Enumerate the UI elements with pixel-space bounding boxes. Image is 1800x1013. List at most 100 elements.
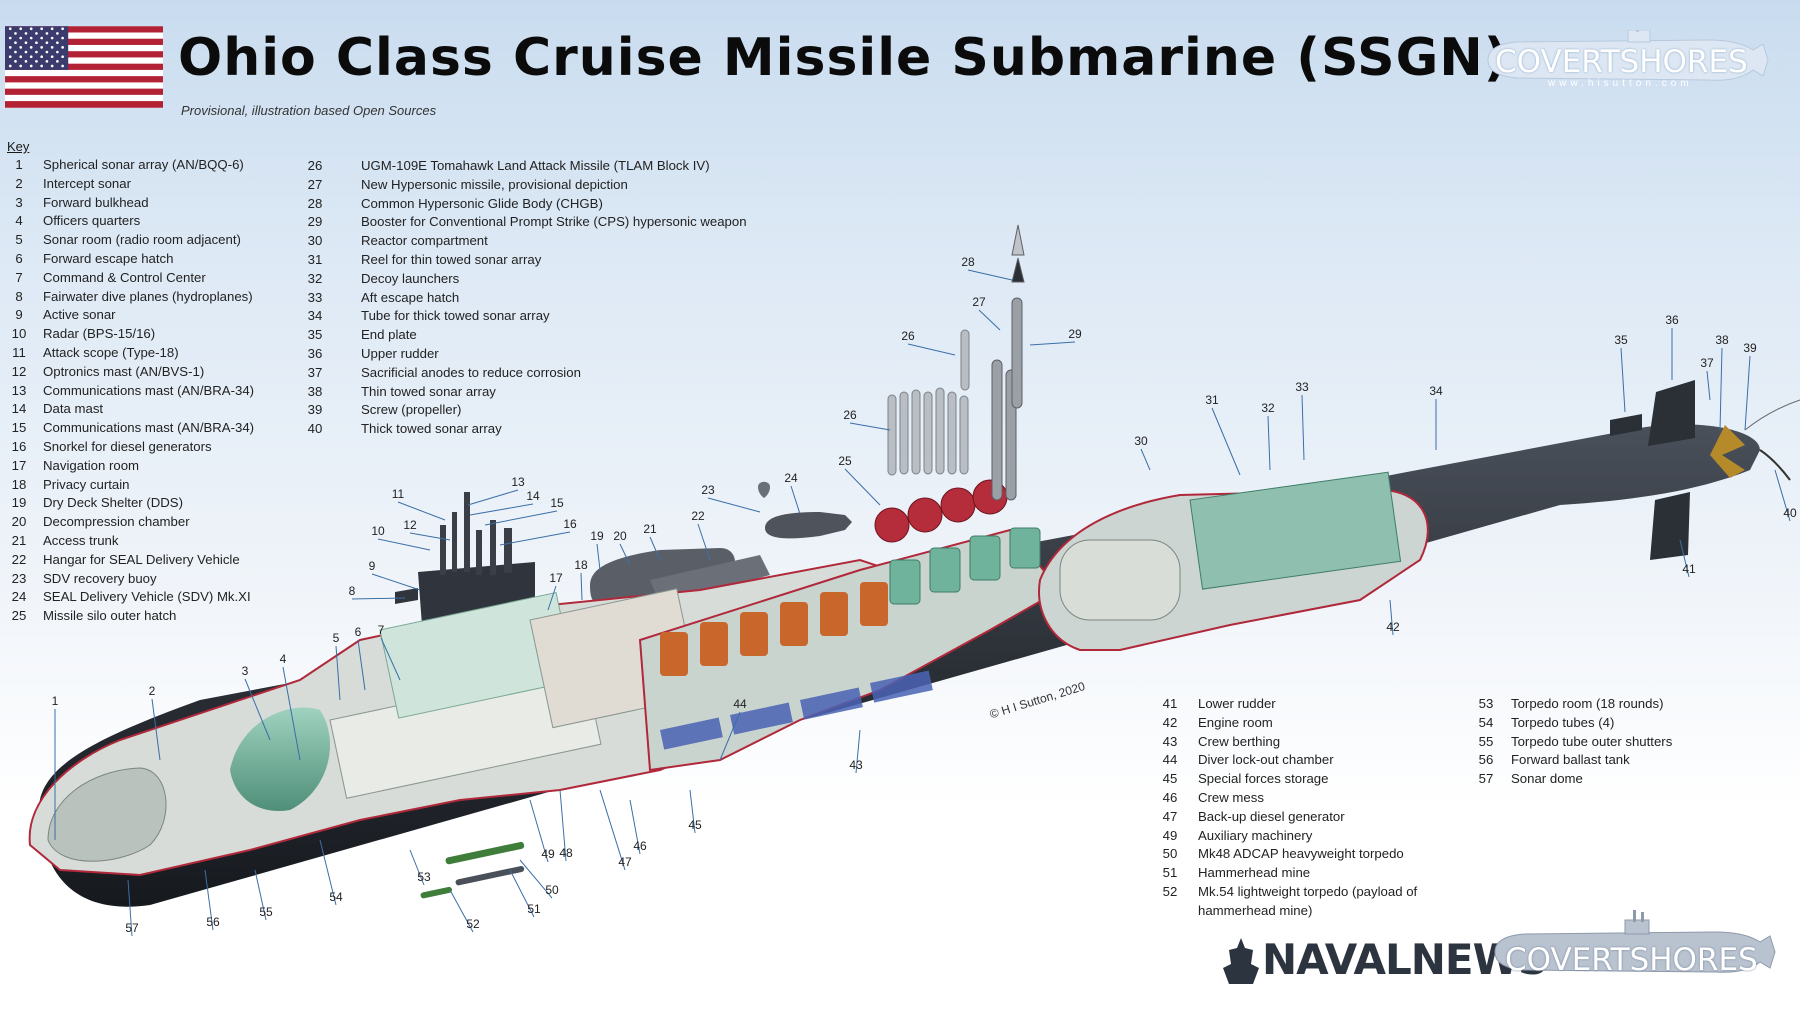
tomahawk-missiles — [887, 329, 970, 476]
key-row: 10 Radar (BPS-15/16) — [5, 325, 254, 344]
sdv-vehicle — [765, 512, 852, 539]
key-label: Decompression chamber — [43, 514, 190, 530]
callout-label: 46 — [633, 839, 647, 853]
key-label: Communications mast (AN/BRA-34) — [43, 382, 255, 398]
page-title: Ohio Class Cruise Missile Submarine (SSG… — [178, 28, 1509, 88]
callout-label: 53 — [417, 870, 431, 884]
key-number: 10 — [11, 326, 27, 342]
key-label: Diver lock-out chamber — [1198, 752, 1334, 768]
key-label: Sonar dome — [1511, 771, 1583, 787]
dry-deck-shelter — [590, 548, 735, 606]
key-number: 31 — [307, 251, 323, 267]
callout-label: 16 — [563, 517, 577, 531]
callout-label: 28 — [961, 255, 975, 269]
key-label: Forward bulkhead — [43, 194, 149, 210]
callout-label: 33 — [1295, 380, 1309, 394]
callout-leader-line — [1301, 394, 1305, 461]
key-label: Snorkel for diesel generators — [43, 438, 212, 454]
key-label: Communications mast (AN/BRA-34) — [43, 420, 255, 436]
key-number: 41 — [1162, 696, 1178, 711]
callout-leader-line — [580, 572, 583, 601]
key-number: 54 — [1478, 714, 1494, 730]
callout-leader-line — [469, 503, 534, 516]
key-heading: Key — [7, 139, 30, 154]
callout-leader-line — [1706, 370, 1711, 401]
key-label: Officers quarters — [43, 213, 141, 229]
callout-label: 3 — [242, 664, 249, 678]
callout-label: 26 — [901, 329, 915, 343]
callout-label: 12 — [403, 518, 417, 532]
callout-label: 2 — [149, 684, 156, 698]
callout-leader-line — [844, 468, 881, 506]
key-number: 26 — [307, 158, 323, 173]
callout-label: 38 — [1715, 333, 1729, 347]
callout-leader-line — [849, 422, 891, 431]
callout-label: 44 — [733, 697, 747, 711]
key-label: Torpedo room (18 rounds) — [1511, 696, 1664, 711]
key-label: End plate — [361, 327, 417, 343]
silo-hatches — [874, 479, 1008, 543]
callout-leader-line — [1267, 415, 1271, 471]
key-number: 15 — [11, 420, 27, 436]
key-number: 20 — [11, 514, 27, 530]
callout-leader-line — [599, 789, 626, 871]
callout-label: 19 — [590, 529, 604, 543]
key-number: 2 — [15, 175, 23, 191]
covertshores-url-top: www.hisutton.com — [1548, 78, 1693, 89]
callout-label: 27 — [972, 295, 986, 309]
callout-leader-line — [151, 698, 161, 761]
key-number: 50 — [1162, 846, 1178, 862]
key-number: 3 — [15, 194, 23, 210]
callout-label: 37 — [1700, 356, 1714, 370]
callout-leader-line — [619, 543, 631, 566]
callout-leader-line — [244, 678, 271, 741]
callout-leader-line — [204, 869, 214, 931]
key-row: 41 Lower rudder — [1152, 695, 1417, 714]
callout-label: 42 — [1386, 620, 1400, 634]
callout-label: 14 — [526, 489, 540, 503]
key-label: Data mast — [43, 401, 104, 417]
hypersonic-weapons — [991, 224, 1025, 501]
key-label: Sacrificial anodes to reduce corrosion — [361, 364, 581, 380]
key-number: 28 — [307, 195, 323, 211]
callout-leader-line — [409, 849, 425, 886]
callout-leader-line — [1774, 469, 1791, 522]
upper-rudder — [1648, 380, 1695, 446]
callout-label: 34 — [1429, 384, 1443, 398]
callout-label: 51 — [527, 902, 541, 916]
key-row: 3 Forward bulkhead — [5, 194, 254, 213]
key-number: 39 — [307, 402, 323, 418]
key-number: 38 — [307, 383, 323, 399]
callout-label: 1 — [52, 694, 59, 708]
callout-label: 30 — [1134, 434, 1148, 448]
naval-news-ship-icon — [1223, 938, 1259, 984]
key-label: Hammerhead mine — [1198, 865, 1311, 881]
key-number: 55 — [1478, 733, 1494, 749]
callout-leader-line — [978, 309, 1001, 331]
key-label: Crew mess — [1198, 789, 1264, 805]
callout-leader-line — [707, 497, 761, 513]
key-label: Lower rudder — [1198, 696, 1276, 711]
key-label: Torpedo tube outer shutters — [1511, 733, 1673, 749]
key-label: Radar (BPS-15/16) — [43, 326, 156, 342]
key-label: Mk.54 lightweight torpedo (payload of — [1198, 883, 1418, 899]
callout-leader-line — [397, 501, 446, 521]
key-label: Hangar for SEAL Delivery Vehicle — [43, 551, 240, 567]
covertshores-logo-top — [1487, 30, 1769, 81]
